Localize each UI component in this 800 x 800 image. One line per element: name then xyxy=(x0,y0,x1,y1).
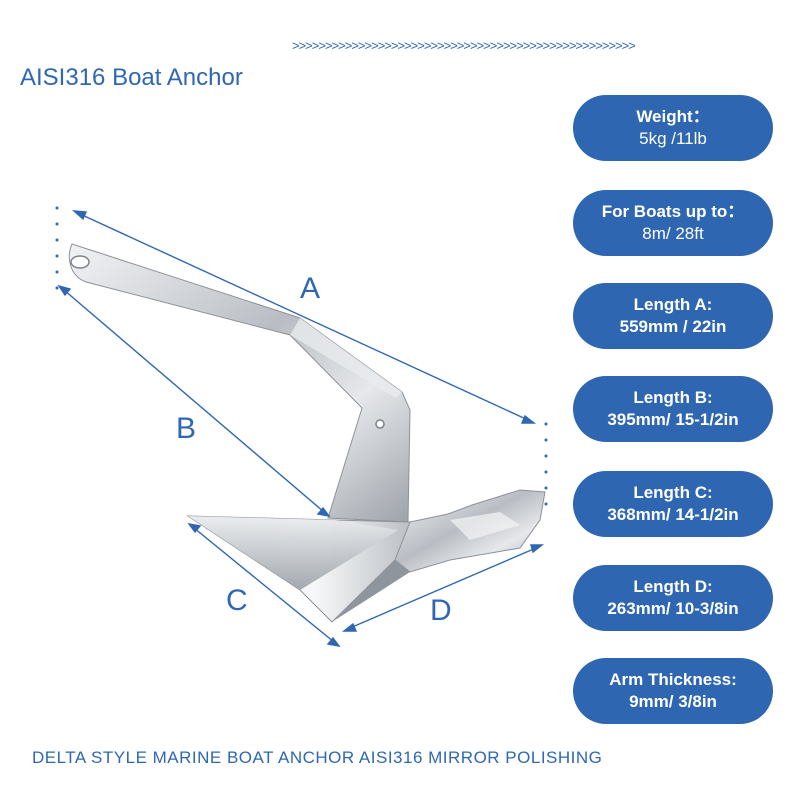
spec-arm-thickness: Arm Thickness: 9mm/ 3/8in xyxy=(573,658,773,724)
dimension-line-b xyxy=(63,289,325,513)
shackle-hole xyxy=(70,255,90,269)
spec-weight: Weight： 5kg /11lb xyxy=(573,95,773,161)
dimension-line-c xyxy=(193,527,335,643)
spec-value: 559mm / 22in xyxy=(619,317,727,336)
trip-hole xyxy=(375,419,385,429)
spec-length-b: Length B: 395mm/ 15-1/2in xyxy=(573,376,773,442)
spec-label: Arm Thickness: xyxy=(609,670,737,689)
dimension-label-c: C xyxy=(226,584,248,617)
dimension-lines xyxy=(57,210,545,648)
spec-value: 5kg /11lb xyxy=(639,129,707,148)
dimension-label-b: B xyxy=(176,412,197,445)
anchor-shank xyxy=(68,243,411,523)
spec-boat-size: For Boats up to： 8m/ 28ft xyxy=(573,190,773,256)
spec-label: For Boats up to： xyxy=(601,202,745,221)
spec-value: 263mm/ 10-3/8in xyxy=(607,599,739,618)
spec-label: Length B: xyxy=(633,388,713,407)
spec-label: Length C: xyxy=(633,483,713,502)
spec-label: Length A: xyxy=(633,295,713,314)
extension-dots xyxy=(55,206,548,506)
footer-caption: DELTA STYLE MARINE BOAT ANCHOR AISI316 M… xyxy=(32,748,603,767)
spec-value: 395mm/ 15-1/2in xyxy=(607,410,739,429)
anchor-flukes xyxy=(186,489,546,623)
spec-length-c: Length C: 368mm/ 14-1/2in xyxy=(573,471,773,537)
spec-length-a: Length A: 559mm / 22in xyxy=(573,283,773,349)
spec-label: Weight： xyxy=(636,107,710,126)
decorative-chevron-line: >>>>>>>>>>>>>>>>>>>>>>>>>>>>>>>>>>>>>>>>… xyxy=(292,38,636,53)
dimension-label-a: A xyxy=(300,272,321,305)
spec-value: 9mm/ 3/8in xyxy=(629,692,717,711)
spec-value: 8m/ 28ft xyxy=(642,224,704,243)
page-title: AISI316 Boat Anchor xyxy=(20,64,243,91)
spec-label: Length D: xyxy=(633,577,713,596)
dimension-label-d: D xyxy=(430,594,452,627)
dimension-line-d xyxy=(349,547,537,629)
spec-length-d: Length D: 263mm/ 10-3/8in xyxy=(573,565,773,631)
spec-value: 368mm/ 14-1/2in xyxy=(607,505,739,524)
dimension-line-a xyxy=(79,213,529,421)
